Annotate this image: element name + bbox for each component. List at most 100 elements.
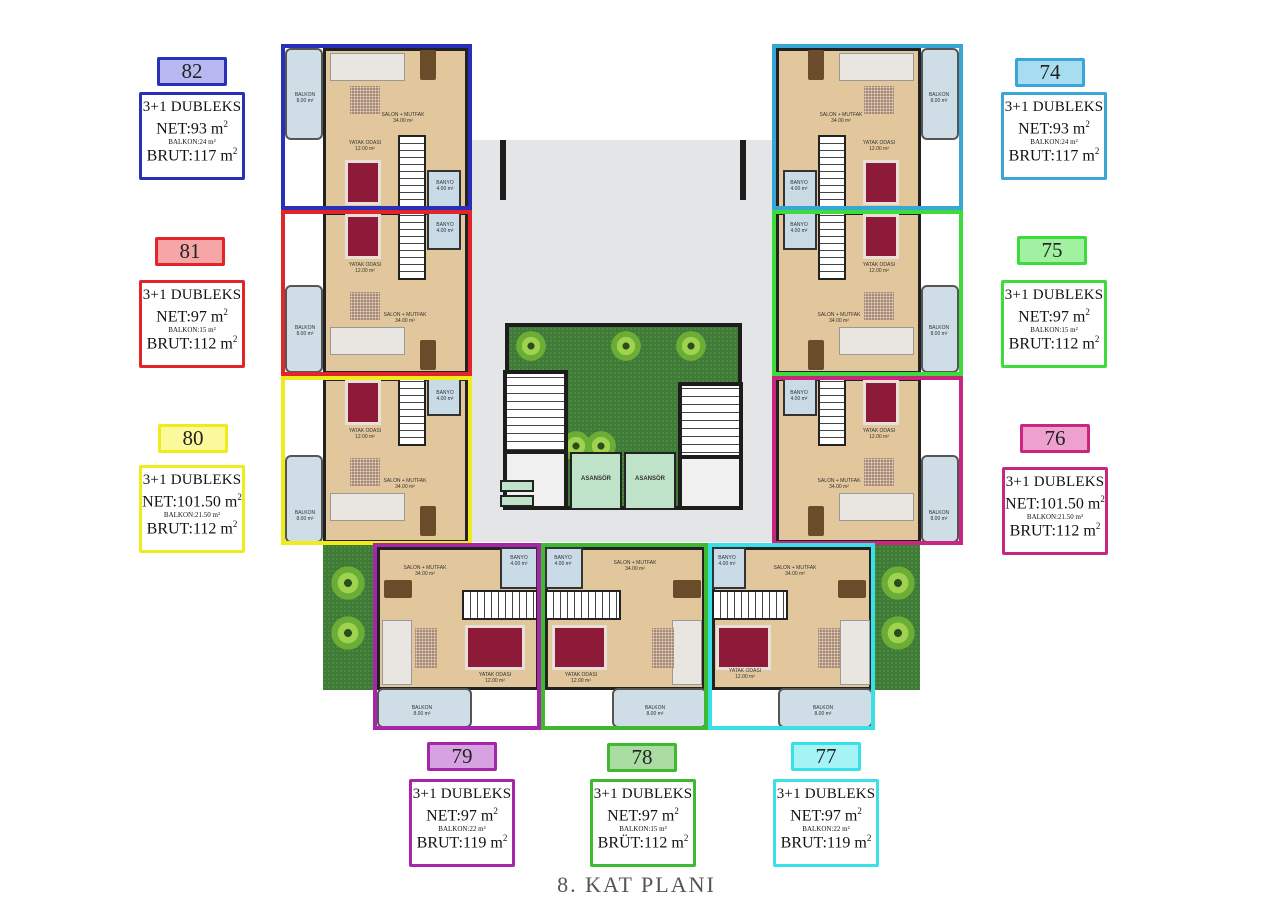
sofa <box>330 53 405 81</box>
area-value: BALKON:22 m² <box>438 825 486 834</box>
area-value: NET:93 m <box>156 120 224 138</box>
area-value: NET:97 m <box>426 807 494 825</box>
room-label-yatak: YATAK ODASI 12.00 m² <box>478 672 512 684</box>
room-label-salon: SALON + MUTFAK 34.00 m² <box>773 565 817 577</box>
staircase <box>818 135 846 208</box>
unit-number-badge: 80 <box>158 424 228 453</box>
area-value: BRUT:112 m <box>1009 522 1096 540</box>
unit-type: 3+1 DUBLEKS <box>776 786 876 802</box>
room-label-salon: SALON + MUTFAK 34.00 m² <box>817 478 861 490</box>
bathroom <box>783 378 817 416</box>
room-label-salon: SALON + MUTFAK 34.00 m² <box>819 112 863 124</box>
room-label-banyo: BANYO 4.00 m² <box>436 222 454 234</box>
area-value: BALKON:21.50 m² <box>1026 513 1084 522</box>
unit-balcony-area: BALKON:15 m² <box>142 326 242 334</box>
balcony <box>921 285 959 373</box>
dining-table <box>673 580 701 598</box>
unit-net-area: NET:93 m2 <box>142 119 242 138</box>
room-label-banyo: BANYO 4.00 m² <box>510 555 528 567</box>
unit-balcony-area: BALKON:15 m² <box>1004 326 1104 334</box>
bathroom <box>712 547 746 589</box>
unit-superscript: 2 <box>683 833 689 844</box>
room-label-yatak: YATAK ODASI 12.00 m² <box>348 262 382 274</box>
unit-balcony-area: BALKON:22 m² <box>412 825 512 833</box>
area-value: NET:97 m <box>607 807 675 825</box>
unit-balcony-area: BALKON:21.50 m² <box>142 511 242 519</box>
palm-tree-icon <box>880 565 916 601</box>
rug <box>350 86 380 114</box>
area-value: NET:101.50 m <box>1005 495 1101 513</box>
palm-tree-icon <box>610 330 642 362</box>
elevator-label: ASANSÖR <box>580 476 611 482</box>
unit-brut-area: BRUT:112 m2 <box>1005 521 1105 540</box>
area-value: BRUT:119 m <box>780 834 867 852</box>
palm-tree-icon <box>330 615 366 651</box>
area-value: BALKON:21.50 m² <box>163 511 221 520</box>
room-label-banyo: BANYO 4.00 m² <box>436 390 454 402</box>
unit-net-area: NET:97 m2 <box>593 806 693 825</box>
rug <box>350 458 380 486</box>
room-label-banyo: BANYO 4.00 m² <box>436 180 454 192</box>
unit-outline <box>373 543 541 730</box>
balcony <box>377 688 472 728</box>
unit-superscript: 2 <box>1094 334 1100 345</box>
unit-brut-area: BRUT:112 m2 <box>1004 334 1104 353</box>
bathroom <box>545 547 583 589</box>
unit-superscript: 2 <box>223 307 228 317</box>
unit-balcony-area: BALKON:15 m² <box>593 825 693 833</box>
area-value: BALKON:15 m² <box>1030 326 1078 335</box>
rug <box>652 628 674 668</box>
unit-superscript: 2 <box>866 833 872 844</box>
dining-table <box>420 506 436 536</box>
room-label-salon: SALON + MUTFAK 34.00 m² <box>613 560 657 572</box>
bed <box>345 380 381 425</box>
staircase <box>462 590 538 620</box>
dining-table <box>808 506 824 536</box>
bed <box>465 625 525 670</box>
unit-type: 3+1 DUBLEKS <box>1004 287 1104 303</box>
room-label-balkon: BALKON 8.00 m² <box>928 92 950 104</box>
unit-number-badge: 77 <box>791 742 861 771</box>
area-value: NET:97 m <box>156 308 224 326</box>
sofa <box>330 493 405 521</box>
room-label-yatak: YATAK ODASI 12.00 m² <box>728 668 762 680</box>
balcony <box>921 48 959 140</box>
unit-type: 3+1 DUBLEKS <box>142 472 242 488</box>
unit-brut-area: BRUT:117 m2 <box>1004 146 1104 165</box>
unit-number-badge: 79 <box>427 742 497 771</box>
unit-outline <box>541 543 708 730</box>
unit-type: 3+1 DUBLEKS <box>142 99 242 115</box>
unit-number-badge: 74 <box>1015 58 1085 87</box>
dining-table <box>808 50 824 80</box>
area-value: NET:93 m <box>1018 120 1086 138</box>
room-label-balkon: BALKON 8.00 m² <box>294 92 316 104</box>
room-label-salon: SALON + MUTFAK 34.00 m² <box>381 112 425 124</box>
dining-table <box>420 340 436 370</box>
unit-net-area: NET:97 m2 <box>1004 307 1104 326</box>
area-value: BALKON:24 m² <box>1030 138 1078 147</box>
bed <box>863 380 899 425</box>
unit-brut-area: BRUT:117 m2 <box>142 146 242 165</box>
unit-net-area: NET:101.50 m2 <box>142 492 242 511</box>
balcony <box>778 688 873 728</box>
area-value: NET:97 m <box>790 807 858 825</box>
unit-balcony-area: BALKON:21.50 m² <box>1005 513 1105 521</box>
unit-balcony-area: BALKON:24 m² <box>1004 138 1104 146</box>
unit-type: 3+1 DUBLEKS <box>1004 99 1104 115</box>
unit-superscript: 2 <box>1094 146 1100 157</box>
rug <box>415 628 437 668</box>
unit-brut-area: BRUT:112 m2 <box>142 334 242 353</box>
area-value: BALKON:22 m² <box>802 825 850 834</box>
staircase <box>818 378 846 446</box>
room-label-salon: SALON + MUTFAK 34.00 m² <box>383 478 427 490</box>
unit-brut-area: BRÜT:112 m2 <box>593 833 693 852</box>
area-value: NET:97 m <box>1018 308 1086 326</box>
bed <box>345 214 381 259</box>
unit-outline <box>708 543 875 730</box>
area-value: BRUT:112 m <box>1008 335 1095 353</box>
